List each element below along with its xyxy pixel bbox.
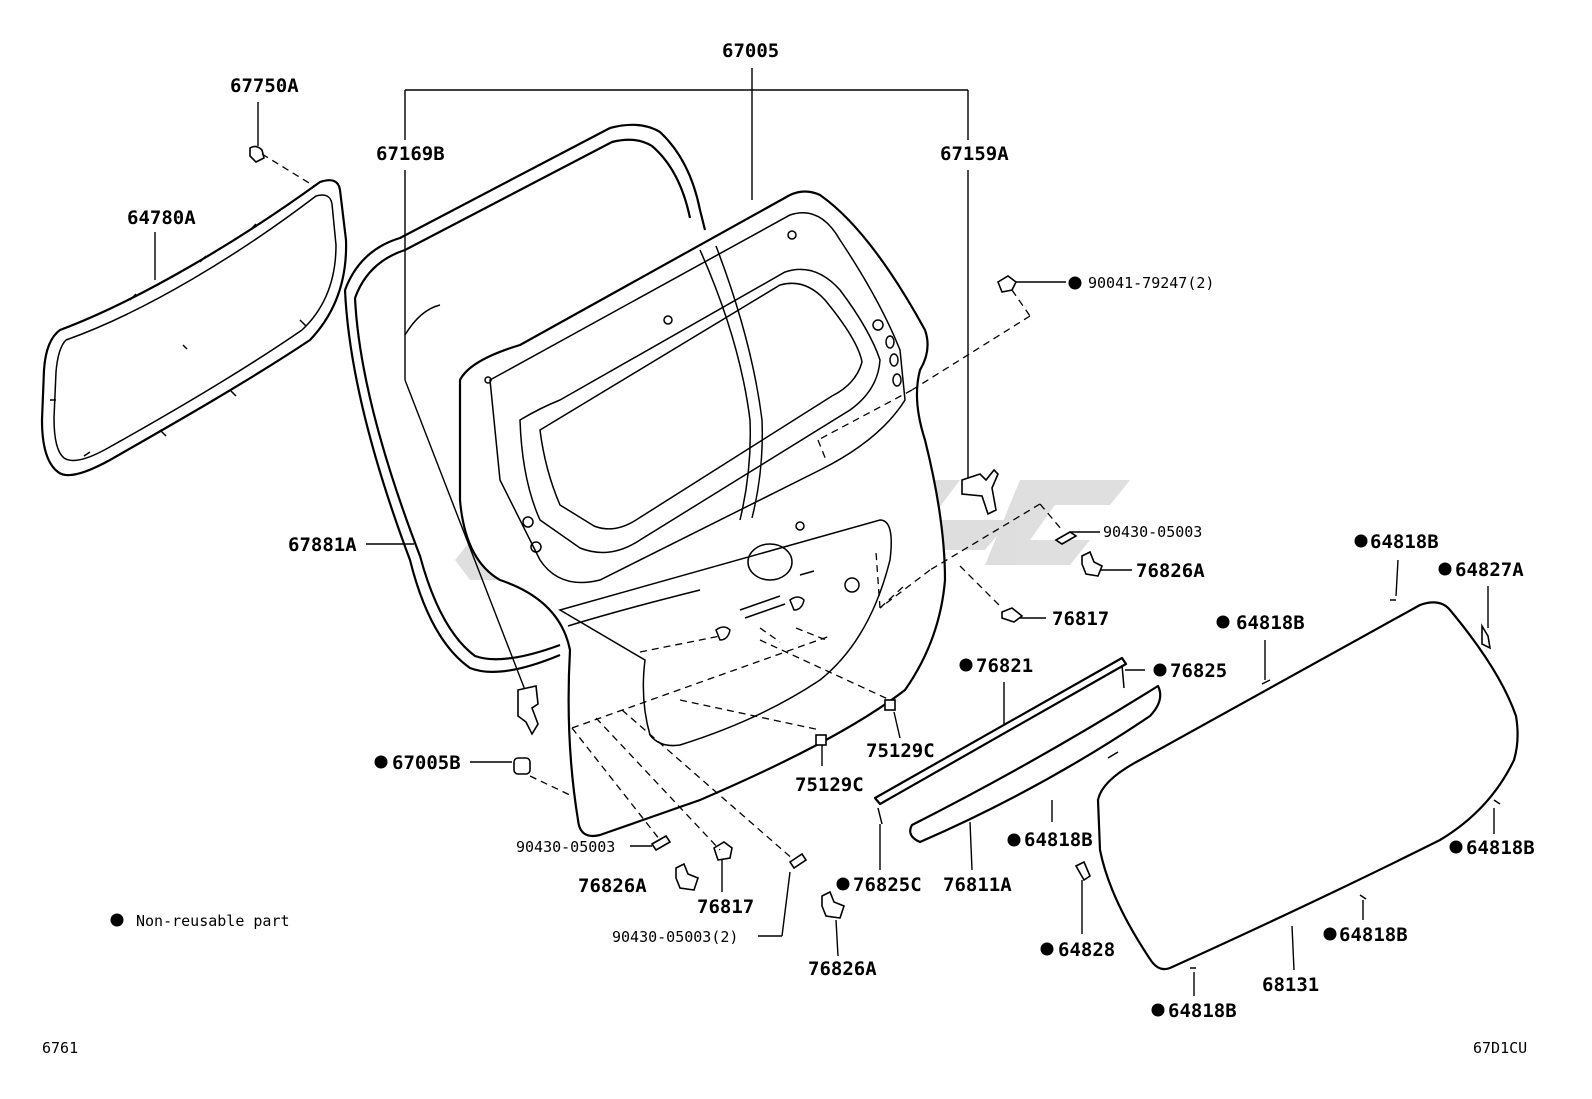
- label-76817-left: 76817: [697, 896, 754, 918]
- fasteners-lower: [650, 699, 896, 919]
- label-76826a-bottom: 76826A: [808, 958, 877, 980]
- part-67005b-bumper: [513, 757, 531, 775]
- part-67159a-hinge: [961, 468, 999, 516]
- label-76825: 76825: [1170, 660, 1227, 682]
- label-64827a: 64827A: [1455, 559, 1524, 581]
- dashed-guides: [261, 153, 1063, 861]
- label-76826a-right: 76826A: [1136, 560, 1205, 582]
- label-67005: 67005: [722, 40, 779, 62]
- label-leaders: [154, 102, 1495, 996]
- label-76826a-left: 76826A: [578, 875, 647, 897]
- footer-right-code: 67D1CU: [1473, 1039, 1527, 1057]
- legend-non-reusable: Non-reusable part: [136, 912, 290, 930]
- label-64818b-top: 64818B: [1370, 531, 1439, 553]
- label-90430-05003-right: 90430-05003: [1103, 523, 1202, 541]
- assembly-bracket: [404, 68, 969, 691]
- label-76811a: 76811A: [943, 874, 1012, 896]
- label-76817-right: 76817: [1052, 608, 1109, 630]
- label-64818b-bottom: 64818B: [1168, 1000, 1237, 1022]
- label-64780a: 64780A: [127, 207, 196, 229]
- part-76811a-garnish: [909, 684, 1162, 844]
- label-90430-05003-2: 90430-05003(2): [612, 928, 738, 946]
- label-75129c-right: 75129C: [866, 740, 935, 762]
- label-67159a: 67159A: [940, 143, 1009, 165]
- label-67005b: 67005B: [392, 752, 461, 774]
- part-68131-back-glass: [1096, 599, 1519, 971]
- label-64828: 64828: [1058, 939, 1115, 961]
- label-90430-05003-left: 90430-05003: [516, 838, 615, 856]
- part-64780a-seal-panel: [40, 179, 348, 477]
- label-76825c: 76825C: [853, 874, 922, 896]
- part-90041-bolt-upper: [997, 275, 1018, 293]
- label-67169b: 67169B: [376, 143, 445, 165]
- label-67881a: 67881A: [288, 534, 357, 556]
- footer-left-code: 6761: [42, 1039, 78, 1057]
- fasteners-right: [1001, 531, 1104, 623]
- label-64818b-mid: 64818B: [1236, 612, 1305, 634]
- label-68131: 68131: [1262, 974, 1319, 996]
- label-90041-79247: 90041-79247(2): [1088, 274, 1214, 292]
- part-labels: 67005 67750A 67169B 67159A 64780A 90041-…: [127, 40, 1535, 1022]
- label-76821: 76821: [976, 655, 1033, 677]
- part-64828-spacer: [1074, 860, 1091, 882]
- label-64818b-lowright: 64818B: [1339, 924, 1408, 946]
- part-76825-clip: [1121, 664, 1125, 689]
- part-67750a-clip: [249, 145, 265, 163]
- non-reusable-markers: [110, 276, 1463, 1017]
- part-76821-molding: [873, 656, 1128, 806]
- part-76825c-clip: [877, 807, 883, 825]
- part-67169b-hinge: [517, 685, 539, 736]
- part-67881a-weatherstrip: [343, 123, 707, 673]
- part-67005-back-door: [458, 190, 947, 838]
- label-75129c-left: 75129C: [795, 774, 864, 796]
- label-64818b-right: 64818B: [1466, 837, 1535, 859]
- label-67750a: 67750A: [230, 75, 299, 97]
- label-64818b-left: 64818B: [1024, 829, 1093, 851]
